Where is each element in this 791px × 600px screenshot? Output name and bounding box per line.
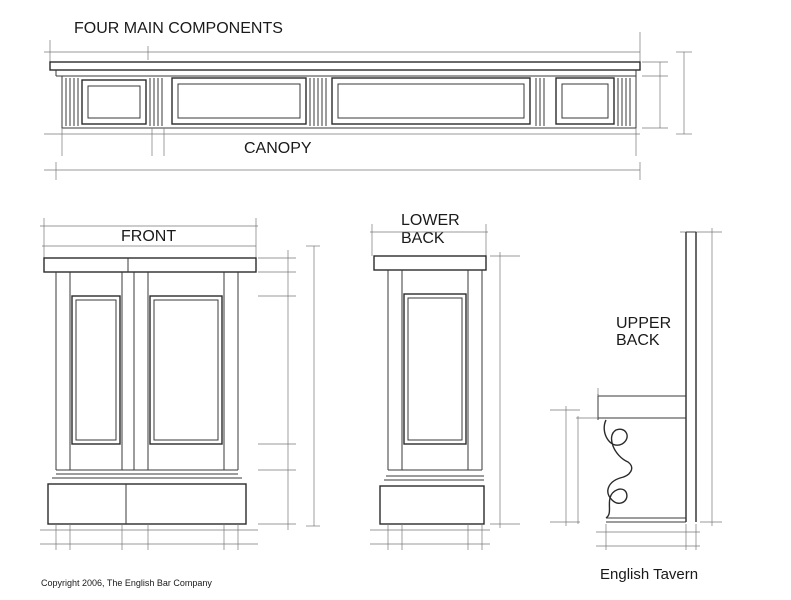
- canopy-pilaster-right-middle: [535, 78, 545, 126]
- canopy-panel-2: [171, 77, 307, 125]
- canopy-pilaster-left: [65, 78, 79, 126]
- canopy-panel-3: [331, 77, 531, 125]
- front-label: FRONT: [121, 228, 176, 245]
- canopy-panel-1: [81, 79, 147, 125]
- front-panel-left: [71, 295, 121, 445]
- lower-back-label-line2: BACK: [401, 230, 445, 247]
- front-elevation: [40, 218, 320, 550]
- canopy-label: CANOPY: [244, 140, 312, 157]
- upper-back-label-line1: UPPER: [616, 315, 671, 332]
- upper-back-section: [550, 228, 722, 550]
- canopy-pilaster-right: [617, 78, 631, 126]
- canopy-pilaster-left-middle: [149, 78, 163, 126]
- front-panel-right: [149, 295, 223, 445]
- canopy-panel-4: [555, 77, 615, 125]
- copyright-text: Copyright 2006, The English Bar Company: [41, 578, 212, 588]
- lower-back-elevation: [370, 224, 520, 550]
- lower-back-panel: [403, 293, 467, 445]
- upper-back-label-line2: BACK: [616, 332, 660, 349]
- lower-back-label-line1: LOWER: [401, 212, 460, 229]
- style-name: English Tavern: [600, 566, 698, 583]
- scroll-bracket: [603, 419, 633, 519]
- drawing-title: FOUR MAIN COMPONENTS: [74, 20, 283, 37]
- canopy-elevation: [44, 32, 692, 180]
- canopy-pilaster-center: [309, 78, 327, 126]
